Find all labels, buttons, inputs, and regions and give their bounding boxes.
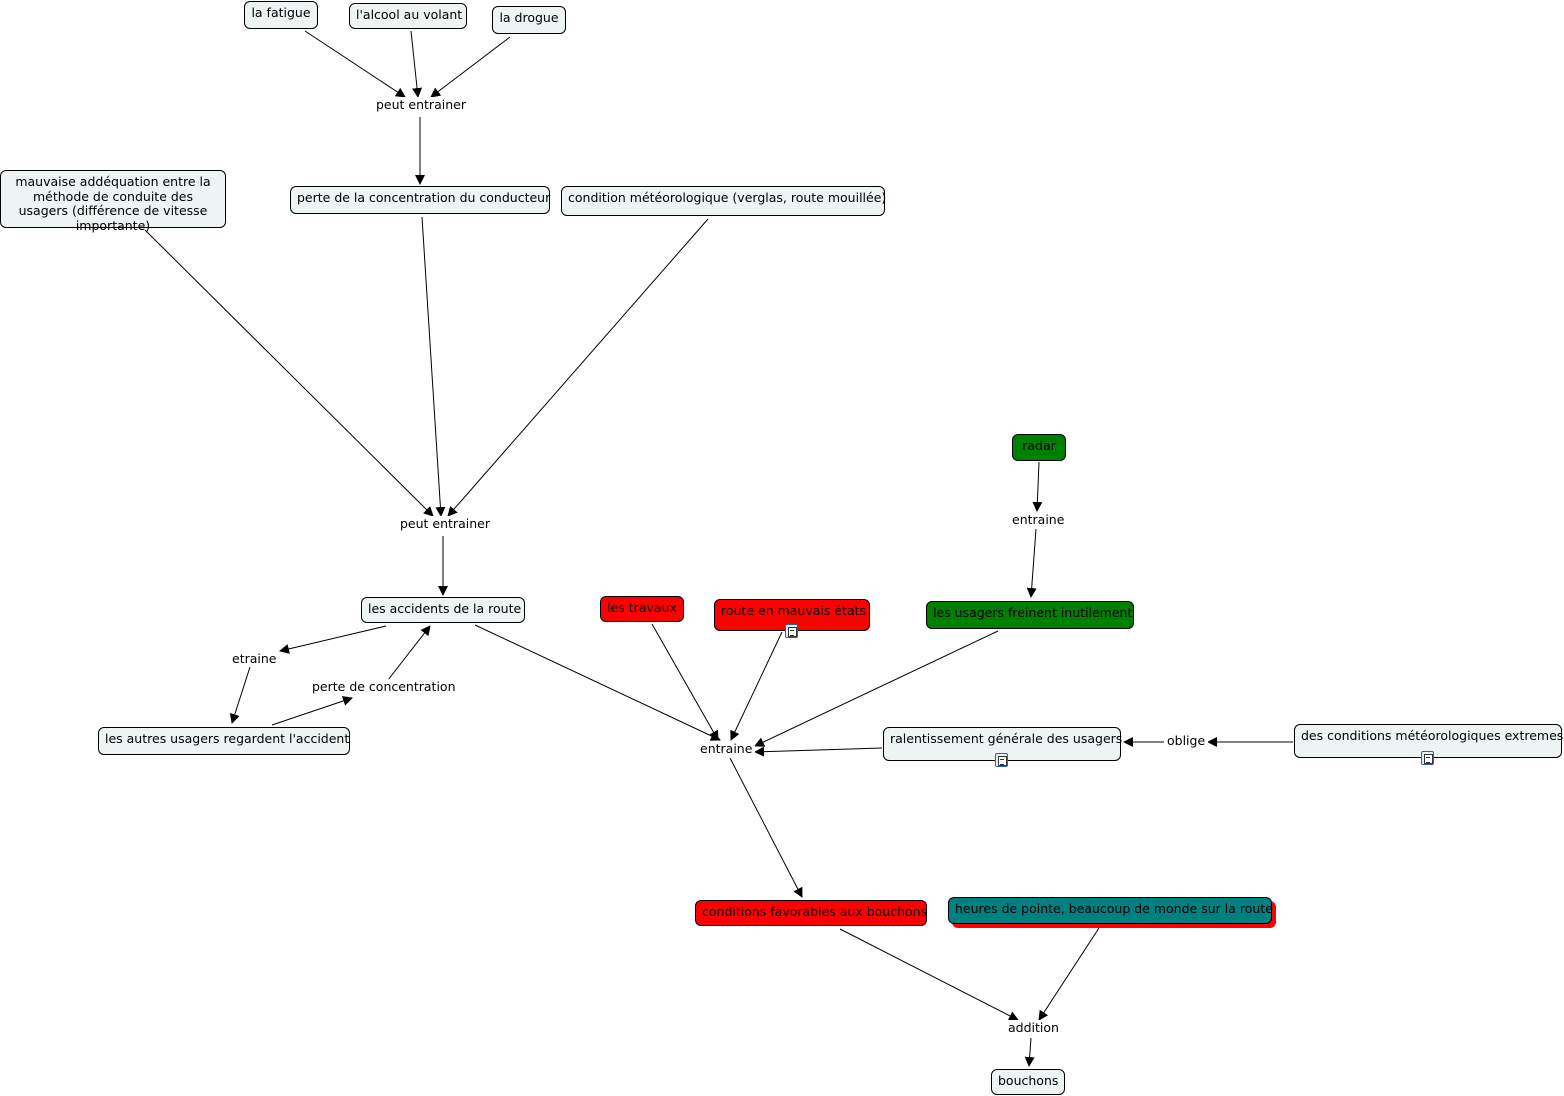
- link-addition[interactable]: addition: [1005, 1020, 1062, 1036]
- concept-les-travaux[interactable]: les travaux: [600, 596, 684, 622]
- edge-meteo: [447, 218, 709, 517]
- concept-mauvaise-adequation[interactable]: mauvaise addéquation entre la méthode de…: [0, 170, 226, 232]
- edge-conditions-addition: [839, 928, 1019, 1021]
- edge-freinent: [754, 630, 999, 747]
- concept-la-drogue[interactable]: la drogue: [492, 6, 566, 34]
- concept-perte-concentration-conducteur[interactable]: perte de la concentration du conducteur: [290, 186, 550, 214]
- edge-entraine-freinent: [1026, 528, 1037, 598]
- link-etraine[interactable]: etraine: [229, 651, 280, 667]
- edge-route: [730, 631, 783, 741]
- edge-autres-perte: [271, 696, 353, 726]
- edge-fatigue: [304, 30, 406, 98]
- link-entraine-radar[interactable]: entraine: [1009, 512, 1068, 528]
- concept-heures-de-pointe[interactable]: heures de pointe, beaucoup de monde sur …: [948, 897, 1273, 924]
- concept-usagers-freinent[interactable]: les usagers freinent inutilement: [926, 601, 1134, 629]
- edge-etraine-autres: [229, 666, 251, 724]
- edge-travaux: [651, 623, 719, 741]
- concept-route-mauvais-etats[interactable]: route en mauvais états: [714, 599, 870, 631]
- concept-autres-usagers-regardent[interactable]: les autres usagers regardent l'accident: [98, 727, 350, 755]
- concept-bouchons[interactable]: bouchons: [991, 1069, 1065, 1095]
- link-peut-entrainer-1[interactable]: peut entrainer: [373, 97, 469, 113]
- edge-perte-accidents: [387, 625, 431, 681]
- edge-ralentissement: [754, 746, 883, 757]
- edge-mauvaise: [144, 229, 434, 517]
- edge-alcool: [410, 30, 423, 98]
- link-oblige[interactable]: oblige: [1164, 733, 1209, 749]
- concept-alcool-au-volant[interactable]: l'alcool au volant: [349, 3, 467, 29]
- edge-entraine-conditions: [729, 757, 803, 898]
- document-icon[interactable]: [785, 624, 798, 638]
- edge-addition-bouchons: [1024, 1037, 1035, 1067]
- concept-la-fatigue[interactable]: la fatigue: [244, 1, 318, 29]
- document-icon[interactable]: [1421, 751, 1434, 765]
- edge-accidents-entraine: [474, 624, 721, 741]
- concept-conditions-favorables[interactable]: conditions favorables aux bouchons: [695, 900, 927, 926]
- link-perte-de-concentration[interactable]: perte de concentration: [309, 679, 459, 695]
- document-icon[interactable]: [995, 753, 1008, 767]
- link-entraine-main[interactable]: entraine: [697, 741, 756, 757]
- edge-heures-addition: [1038, 927, 1100, 1021]
- edge-perte: [421, 216, 446, 517]
- concept-radar[interactable]: radar: [1012, 434, 1066, 461]
- edge-radar: [1032, 461, 1043, 512]
- concept-accidents-de-la-route[interactable]: les accidents de la route: [361, 597, 525, 623]
- concept-condition-meteorologique[interactable]: condition météorologique (verglas, route…: [561, 186, 886, 216]
- edge-accidents-etraine: [279, 625, 387, 654]
- edge-drogue: [430, 36, 511, 98]
- link-peut-entrainer-2[interactable]: peut entrainer: [397, 516, 493, 532]
